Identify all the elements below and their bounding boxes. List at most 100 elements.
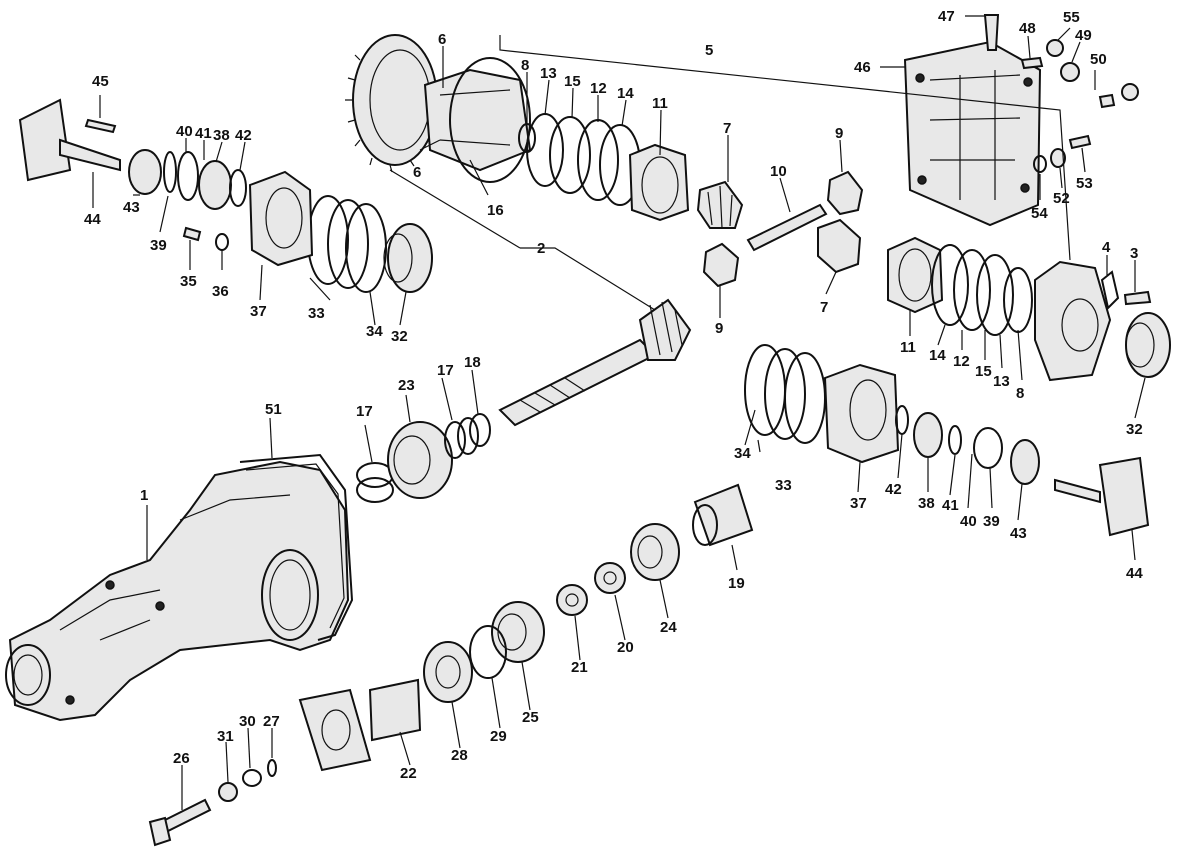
side-bearing-left	[383, 223, 433, 293]
callout-54: 54	[1031, 205, 1048, 222]
washer-54	[1033, 155, 1047, 173]
pressure-ring-lower	[887, 236, 944, 314]
washer-52	[1050, 148, 1066, 168]
callout-50: 50	[1090, 51, 1107, 68]
callout-22: 22	[400, 765, 417, 782]
callout-49: 49	[1075, 27, 1092, 44]
callout-11a: 11	[652, 95, 668, 112]
cover-gasket	[239, 453, 354, 641]
collapsible-spacer-19	[692, 483, 754, 547]
callout-18: 18	[464, 354, 481, 371]
callout-43a: 43	[123, 199, 140, 216]
breather-47	[983, 14, 1000, 51]
clutch-pack-upper	[518, 113, 641, 206]
pressure-ring-upper	[628, 143, 690, 222]
callout-38b: 38	[918, 495, 935, 512]
callout-7b: 7	[820, 299, 828, 316]
ring-gear	[345, 34, 438, 173]
side-gear-right-lower	[817, 218, 862, 274]
spacer-17-right	[444, 417, 479, 459]
nut-31	[218, 782, 238, 802]
oil-seal-28	[423, 641, 473, 703]
callout-26: 26	[173, 750, 190, 767]
callout-6b: 6	[413, 164, 421, 181]
side-retainer-left	[248, 170, 314, 267]
washer-27	[267, 759, 277, 777]
callout-33a: 33	[308, 305, 325, 322]
drive-pinion	[498, 298, 692, 427]
callout-24: 24	[660, 619, 677, 636]
callout-55: 55	[1063, 9, 1080, 26]
callout-8b: 8	[1016, 385, 1024, 402]
side-flange-right	[1054, 456, 1150, 537]
callout-51: 51	[265, 401, 282, 418]
carrier-rear-cover	[903, 40, 1042, 227]
callout-8a: 8	[521, 57, 529, 74]
callout-44b: 44	[1126, 565, 1143, 582]
callout-29: 29	[490, 728, 507, 745]
callout-14a: 14	[617, 85, 634, 102]
callout-14b: 14	[929, 347, 946, 364]
callout-6a: 6	[438, 31, 446, 48]
callout-15a: 15	[564, 73, 581, 90]
bolt-35	[182, 226, 202, 242]
callout-36: 36	[212, 283, 229, 300]
side-gear-right-upper	[826, 170, 864, 216]
callout-11b: 11	[900, 339, 916, 356]
callout-23: 23	[398, 377, 415, 394]
callout-4: 4	[1102, 239, 1111, 256]
clutch-pack-lower	[931, 244, 1033, 336]
companion-flange-22	[298, 678, 422, 772]
callout-47: 47	[938, 8, 955, 25]
side-bearing-right	[1125, 312, 1171, 378]
callout-25: 25	[522, 709, 539, 726]
callout-7a: 7	[723, 120, 731, 137]
shim-pack-left	[307, 195, 387, 293]
callout-48: 48	[1019, 20, 1036, 37]
callout-41b: 41	[942, 497, 959, 514]
callout-31: 31	[217, 728, 234, 745]
side-flange-left	[18, 98, 121, 182]
callout-9a: 9	[835, 125, 843, 142]
callout-33b: 33	[775, 477, 792, 494]
callout-12b: 12	[953, 353, 970, 370]
washer-30	[242, 769, 262, 787]
callout-2: 2	[537, 240, 545, 257]
callout-9b: 9	[715, 320, 723, 337]
lock-plate-4	[1100, 270, 1120, 311]
bolt-3	[1123, 290, 1152, 306]
callout-43b: 43	[1010, 525, 1027, 542]
pinion-gear-upper	[696, 180, 744, 229]
callout-13b: 13	[993, 373, 1010, 390]
callout-3: 3	[1130, 245, 1138, 262]
callout-41a: 41	[195, 125, 212, 142]
callout-37a: 37	[250, 303, 267, 320]
washer-18	[469, 413, 491, 447]
callout-17b: 17	[437, 362, 454, 379]
axle-housing	[5, 460, 350, 722]
differential-case	[423, 57, 532, 183]
callout-labels: 1 2 3 4 5 6 6 7 7 8 8 9 9 10 11 11 12 12…	[84, 8, 1143, 782]
callout-53: 53	[1076, 175, 1093, 192]
bearing-24	[630, 523, 680, 581]
callout-40b: 40	[960, 513, 977, 530]
callout-21: 21	[571, 659, 588, 676]
nut-20	[594, 562, 626, 594]
callout-15b: 15	[975, 363, 992, 380]
callout-19: 19	[728, 575, 745, 592]
callout-32b: 32	[1126, 421, 1143, 438]
callout-44a: 44	[84, 211, 101, 228]
callout-38a: 38	[213, 127, 230, 144]
callout-20: 20	[617, 639, 634, 656]
callout-28: 28	[451, 747, 468, 764]
callout-34b: 34	[734, 445, 751, 462]
fill-plug-50	[1098, 83, 1139, 109]
lock-bolt-45	[84, 118, 117, 134]
callout-35: 35	[180, 273, 197, 290]
seal-left-stack	[128, 149, 247, 210]
stud-48	[1020, 56, 1044, 70]
pinion-mate-shaft	[746, 203, 828, 252]
nut-55	[1046, 39, 1064, 57]
callout-40a: 40	[176, 123, 193, 140]
